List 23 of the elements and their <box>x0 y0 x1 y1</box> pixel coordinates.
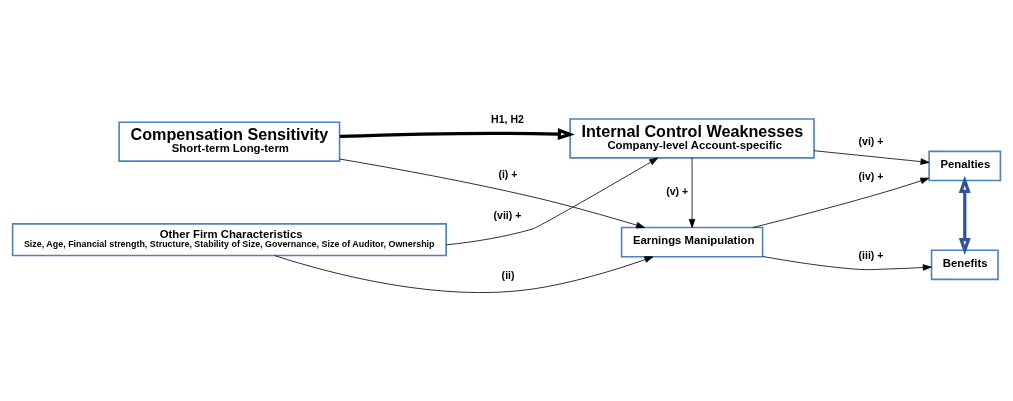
node-box: Benefits <box>930 248 999 280</box>
arrow <box>752 177 930 228</box>
edge-label: (ii) <box>501 268 515 281</box>
arrow <box>958 175 971 255</box>
edge-label: (i) + <box>498 167 518 180</box>
arrow <box>446 157 659 245</box>
node-box: Other Firm Characteristics Size, Age, Financial strength, Structure, Stability of Size, Governance, Size of Auditor, Ownership <box>11 222 447 256</box>
edge-label: (vii) + <box>493 208 522 221</box>
edge-label: (v) + <box>666 184 689 197</box>
arrow <box>688 157 696 228</box>
arrow <box>339 158 645 228</box>
arrow <box>274 254 654 293</box>
node-box: Compensation Sensitivity Short-term Long-term <box>118 120 341 162</box>
edge-label: H1, H2 <box>491 112 524 125</box>
node-box: Internal Control Weaknesses Company-level Account-specific <box>569 117 815 159</box>
edge-label: (iv) + <box>858 169 884 182</box>
arrow <box>339 127 575 140</box>
edge-label: (iii) + <box>858 248 884 261</box>
node-box: Earnings Manipulation <box>620 226 764 258</box>
arrow <box>762 255 932 271</box>
arrow <box>813 149 930 165</box>
node-box: Penalties <box>928 150 1002 181</box>
edge-label: (vi) + <box>858 134 884 147</box>
